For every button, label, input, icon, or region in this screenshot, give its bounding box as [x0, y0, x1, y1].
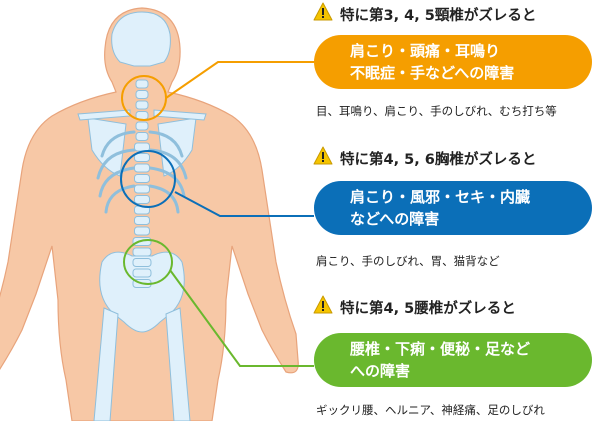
vertebra — [134, 174, 150, 183]
cervical-pill-line-2: 不眠症・手などへの障害 — [350, 64, 515, 82]
thoracic-ring — [120, 150, 176, 208]
rib-left-4 — [104, 184, 136, 214]
cervical-heading: 特に第3, 4, 5頸椎がズレると — [340, 4, 536, 25]
lumbar-pill-line-1: 腰椎・下痢・便秘・足など — [350, 340, 531, 358]
thoracic-heading: 特に第4, 5, 6胸椎がズレると — [340, 148, 536, 169]
vertebra — [134, 226, 150, 236]
cervical-symptom-pill: 肩こり・頭痛・耳鳴り 不眠症・手などへの障害 — [314, 35, 592, 89]
vertebra — [134, 216, 150, 225]
lumbar-ring — [123, 239, 173, 285]
rib-right-2 — [148, 148, 188, 180]
vertebra — [135, 121, 149, 131]
warning-icon — [313, 146, 333, 165]
thoracic-heading-text: 特に第4, 5, 6胸椎がズレると — [340, 152, 537, 168]
rib-right-3 — [148, 166, 186, 198]
rib-right-1 — [148, 130, 184, 158]
thoracic-note: 肩こり、手のしびれ、胃、猫背など — [316, 254, 500, 268]
rib-left-3 — [98, 166, 136, 198]
lumbar-heading: 特に第4, 5腰椎がズレると — [340, 297, 516, 318]
lumbar-symptom-pill: 腰椎・下痢・便秘・足など への障害 — [314, 333, 592, 387]
vertebra — [134, 163, 150, 173]
vertebra — [134, 184, 150, 194]
thoracic-leader-line — [174, 191, 314, 217]
left-femur — [93, 307, 119, 421]
vertebra — [134, 153, 150, 162]
warning-icon — [313, 2, 333, 21]
lumbar-note: ギックリ腰、ヘルニア、神経痛、足のしびれ — [316, 403, 545, 417]
vertebra — [135, 132, 149, 141]
lumbar-heading-text: 特に第4, 5腰椎がズレると — [340, 301, 516, 317]
vertebra — [132, 258, 152, 267]
cervical-heading-text: 特に第3, 4, 5頸椎がズレると — [340, 8, 537, 24]
rib-left-2 — [96, 148, 136, 180]
spine-vertebrae — [132, 79, 152, 288]
vertebra — [134, 195, 150, 204]
right-femur — [165, 307, 191, 421]
vertebra — [132, 247, 152, 257]
lumbar-pill-line-2: への障害 — [350, 362, 411, 380]
thoracic-pill-line-1: 肩こり・風邪・セキ・内臓 — [350, 188, 531, 206]
vertebra — [135, 100, 149, 110]
vertebra — [135, 79, 149, 89]
cervical-note: 目、耳鳴り、肩こり、手のしびれ、むち打ち等 — [316, 104, 557, 118]
thoracic-symptom-pill: 肩こり・風邪・セキ・内臓 などへの障害 — [314, 181, 592, 235]
cervical-leader-line — [165, 61, 314, 99]
warning-icon — [313, 295, 333, 314]
vertebra — [132, 268, 152, 278]
skull-bone — [111, 11, 171, 67]
vertebra — [134, 142, 150, 152]
thoracic-pill-line-2: などへの障害 — [350, 210, 440, 228]
cervical-pill-line-1: 肩こり・頭痛・耳鳴り — [350, 42, 501, 60]
right-clavicle — [153, 109, 207, 121]
rib-left-1 — [100, 130, 136, 158]
lumbar-leader-line — [169, 269, 314, 367]
vertebra — [135, 90, 149, 99]
body-silhouette — [0, 7, 299, 421]
